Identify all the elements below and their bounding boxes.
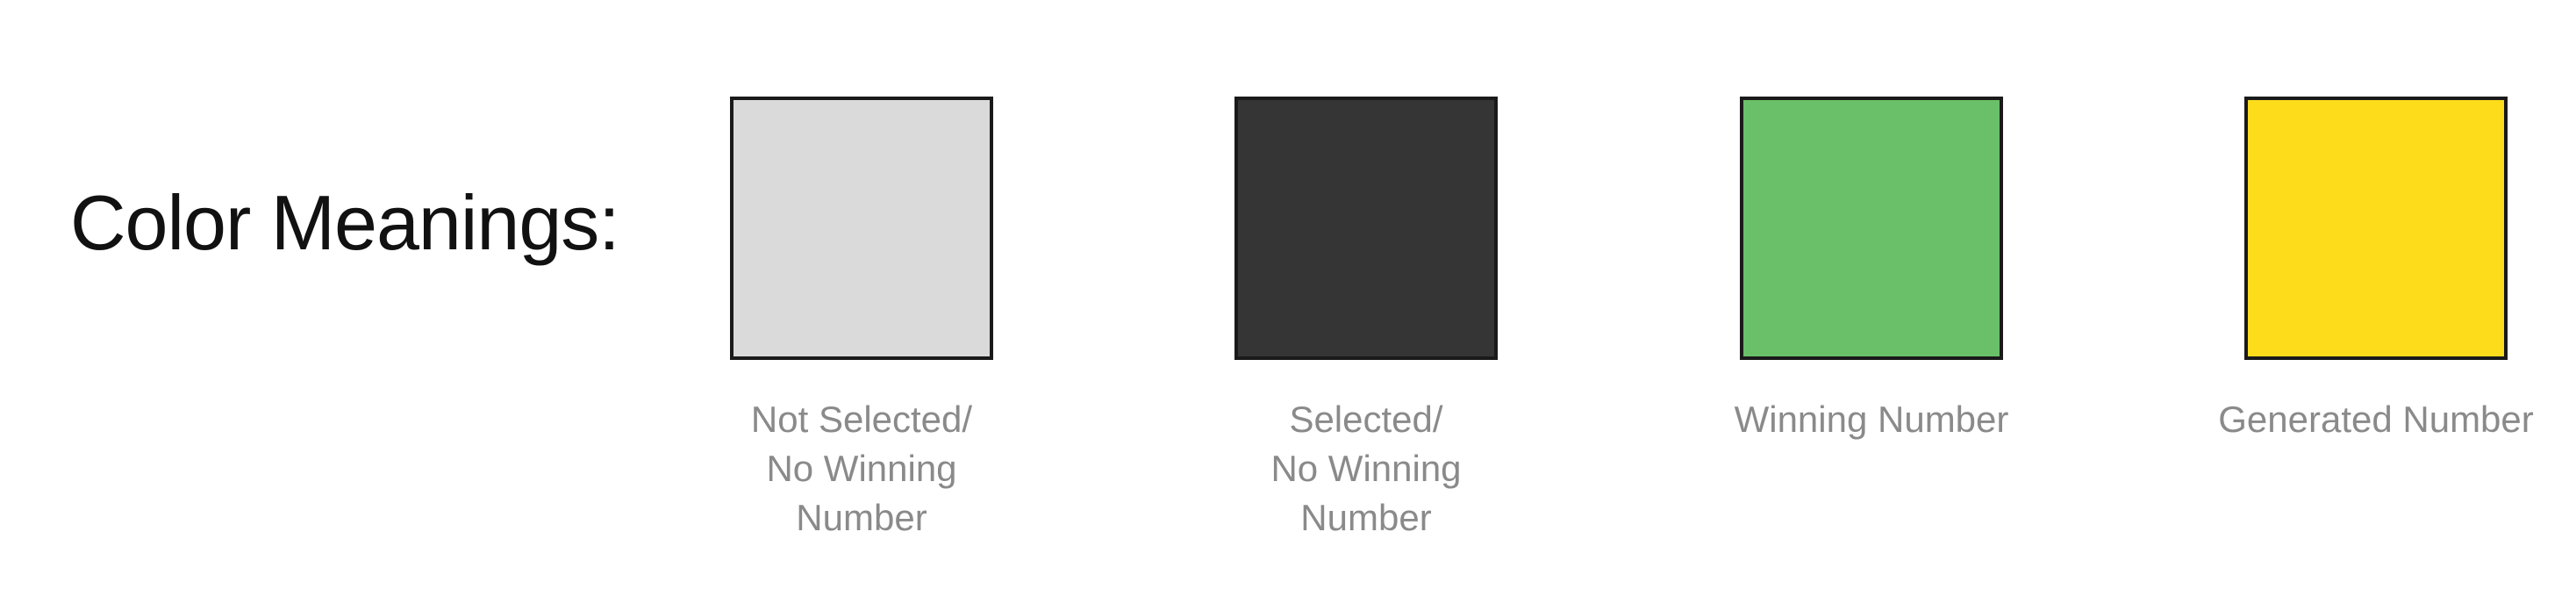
legend-title: Color Meanings: <box>70 179 620 266</box>
legend-label-generated: Generated Number <box>2218 399 2534 440</box>
swatch-not-selected <box>730 97 993 360</box>
swatch-generated <box>2244 97 2508 360</box>
legend-label-selected: Selected/ No Winning Number <box>1270 399 1462 538</box>
legend-label-winning: Winning Number <box>1734 399 2009 440</box>
swatch-winning <box>1740 97 2003 360</box>
legend-label-not-selected: Not Selected/ No Winning Number <box>750 399 973 538</box>
swatch-selected <box>1234 97 1498 360</box>
